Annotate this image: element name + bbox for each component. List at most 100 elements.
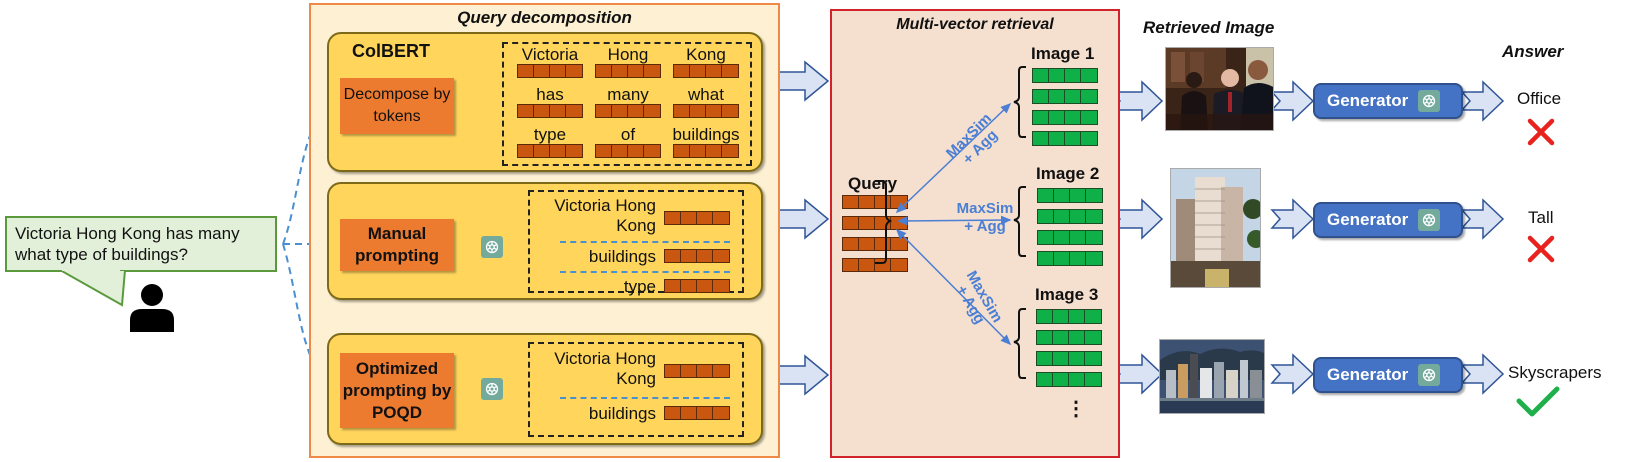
image-vector — [1032, 89, 1098, 104]
token-label: Kong — [686, 45, 726, 64]
more-images-ellipsis: ⋮ — [1066, 398, 1086, 420]
agg-text: + Agg — [964, 218, 1006, 235]
maxsim-line-image2 — [897, 215, 1012, 226]
image-vector — [1032, 110, 1098, 125]
multi-vector-retrieval-title: Multi-vector retrieval — [896, 16, 1054, 33]
segment-label: Victoria Hong Kong — [554, 196, 656, 235]
token-cell: of — [590, 126, 666, 158]
block-arrow-gen-out-2 — [1460, 198, 1505, 240]
segment-vector — [664, 279, 730, 293]
meeting-photo — [1166, 48, 1273, 130]
query-decomposition-title: Query decomposition — [457, 8, 632, 27]
segment-divider — [560, 397, 730, 399]
wrong-cross-icon — [1527, 118, 1555, 146]
token-cell: type — [512, 126, 588, 158]
token-label: Victoria — [521, 45, 579, 64]
image2-vectors — [1037, 188, 1103, 266]
token-cell: many — [590, 86, 666, 118]
block-arrow-gen-in-3 — [1270, 353, 1315, 395]
manual-segment-group — [528, 190, 744, 293]
token-label: Hong — [607, 45, 649, 64]
optimized-segment-group — [528, 342, 744, 437]
retrieved-image-2 — [1170, 168, 1261, 288]
token-label: many — [607, 85, 649, 104]
chatgpt-icon — [481, 378, 503, 400]
token-label: buildings — [672, 125, 740, 144]
chatgpt-icon — [481, 236, 503, 258]
bubble-tail — [60, 270, 127, 307]
segment-vector — [664, 364, 730, 378]
image-vector — [1036, 372, 1102, 387]
block-arrow-gen-in-2 — [1270, 198, 1315, 240]
retrieved-image-3 — [1159, 339, 1265, 414]
colbert-title: ColBERT — [352, 41, 430, 61]
token-vector — [517, 64, 583, 78]
query-label: Query — [848, 174, 898, 193]
image2-label: Image 2 — [1036, 164, 1100, 183]
token-vector — [517, 104, 583, 118]
image-vector — [1032, 68, 1098, 83]
image3-vectors — [1036, 309, 1102, 387]
segment-label: buildings — [588, 247, 656, 266]
correct-check-icon — [1516, 386, 1560, 417]
query-vector — [842, 216, 908, 230]
token-vector — [673, 64, 739, 78]
question-bubble: Victoria Hong Kong has many what type of… — [5, 216, 277, 272]
token-label: what — [688, 85, 724, 104]
answer-text-1: Office — [1517, 89, 1562, 108]
segment-label: type — [623, 277, 656, 296]
token-label: of — [620, 125, 636, 144]
generator-label: Generator — [1327, 365, 1409, 384]
image3-brace — [1013, 308, 1026, 379]
decompose-by-tokens-label: Decompose by tokens — [343, 86, 451, 125]
token-cell: Hong — [590, 46, 666, 78]
segment-label: buildings — [588, 404, 656, 423]
retrieval-lines — [875, 66, 1026, 379]
token-vector — [673, 144, 739, 158]
token-label: has — [536, 85, 564, 104]
generator-box-2: Generator — [1313, 202, 1463, 238]
image2-brace — [1013, 186, 1026, 257]
token-cell: Victoria — [512, 46, 588, 78]
image-vector — [1037, 230, 1103, 245]
query-vector — [842, 237, 908, 251]
chatgpt-icon — [1418, 209, 1441, 231]
retrieved-image-1 — [1165, 47, 1274, 131]
answer-text-3: Skyscrapers — [1508, 363, 1602, 382]
image-vector — [1036, 351, 1102, 366]
block-arrow-gen-out-3 — [1460, 353, 1505, 395]
dashed-arrow-to-optimized — [282, 243, 338, 389]
answer-title: Answer — [1502, 42, 1564, 61]
segment-vector — [664, 249, 730, 263]
maxsim-line-image1 — [895, 102, 1012, 214]
chatgpt-icon — [1418, 90, 1441, 112]
token-label: type — [533, 125, 567, 144]
image3-label: Image 3 — [1035, 285, 1099, 304]
generator-label: Generator — [1327, 91, 1409, 110]
wrong-cross-icon — [1527, 235, 1555, 263]
chatgpt-icon — [1418, 364, 1441, 386]
token-cell: buildings — [668, 126, 744, 158]
image1-vectors — [1032, 68, 1098, 146]
image-vector — [1036, 330, 1102, 345]
image-vector — [1037, 209, 1103, 224]
optimized-prompting-label: Optimized prompting by POQD — [342, 358, 452, 422]
segment-vector — [664, 211, 730, 225]
generator-label: Generator — [1327, 210, 1409, 229]
generator-box-1: Generator — [1313, 83, 1463, 119]
image1-label: Image 1 — [1031, 44, 1095, 63]
segment-label: Victoria Hong Kong — [554, 349, 656, 388]
token-cell: what — [668, 86, 744, 118]
token-grid: Victoria Hong Kong has many what type of… — [512, 46, 744, 158]
maxsim-agg-label-2: MaxSim + Agg — [950, 201, 1020, 235]
token-vector — [595, 64, 661, 78]
manual-prompting-label: Manual prompting — [354, 224, 440, 265]
manual-prompting-method-box: Manual prompting — [340, 219, 454, 271]
segment-divider — [560, 271, 730, 273]
tall-building-photo — [1171, 169, 1260, 287]
token-cell: Kong — [668, 46, 744, 78]
retrieved-image-title: Retrieved Image — [1143, 18, 1275, 37]
block-arrow-gen-out-1 — [1460, 80, 1505, 122]
image-vector — [1037, 188, 1103, 203]
maxsim-text: MaxSim — [956, 200, 1014, 217]
